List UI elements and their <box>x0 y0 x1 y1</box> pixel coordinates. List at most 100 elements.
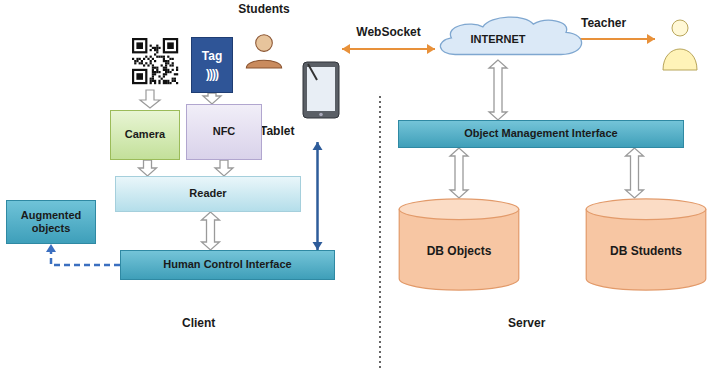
cloud-outline <box>440 17 581 54</box>
person-head <box>256 35 273 52</box>
qr-module <box>132 58 134 60</box>
teacher-node: Teacher <box>655 18 705 70</box>
cylinder-body <box>399 209 519 290</box>
edge-label: WebSocket <box>354 25 422 39</box>
client-server-divider <box>379 96 381 370</box>
qr-module <box>156 69 158 71</box>
qr-module <box>167 62 169 64</box>
qr-ground <box>130 36 180 86</box>
cyl-node: DB Students <box>585 198 707 292</box>
qr-module <box>156 51 158 53</box>
qr-module <box>152 78 154 80</box>
qr-module <box>163 73 165 75</box>
qr-module <box>165 69 167 71</box>
qr-module <box>154 80 156 82</box>
qr-module <box>167 56 169 58</box>
qr-module <box>154 47 156 49</box>
qr-finder <box>165 40 176 51</box>
qr-finder <box>134 71 145 82</box>
qr-module <box>145 62 147 64</box>
node-text: Reader <box>189 187 226 200</box>
qr-module <box>154 73 156 75</box>
qr-module <box>154 53 156 55</box>
qr-module <box>143 58 145 60</box>
stylus <box>308 64 317 80</box>
qr-module <box>152 67 154 69</box>
node-text: Students <box>238 2 289 16</box>
arrow-head <box>313 242 323 250</box>
qr-module <box>172 69 174 71</box>
qr-module <box>161 56 163 58</box>
qr-module <box>152 47 154 49</box>
qr-module <box>158 82 160 84</box>
arrow-head <box>427 44 435 54</box>
qr-module <box>158 71 160 73</box>
qr-module <box>150 56 152 58</box>
tablet-button <box>319 113 323 117</box>
qr-module <box>154 49 156 51</box>
qr-module <box>154 82 156 84</box>
qr-module <box>167 60 169 62</box>
qr-module <box>158 80 160 82</box>
qr-module <box>156 67 158 69</box>
connector <box>203 93 221 104</box>
arrow-head <box>342 44 350 54</box>
qr-finder <box>136 73 143 80</box>
block-arrow <box>139 160 157 176</box>
qr-module <box>165 67 167 69</box>
qr-module <box>165 60 167 62</box>
qr-module <box>176 67 178 69</box>
block-arrow <box>450 148 468 198</box>
qr-module <box>163 58 165 60</box>
qr-finder <box>167 42 174 49</box>
connector <box>450 148 468 198</box>
process-box: NFC <box>186 104 262 160</box>
cyl-node: DB Objects <box>398 198 520 292</box>
tablet-shape <box>300 38 342 142</box>
node-text: NFC <box>213 125 236 138</box>
qr-module <box>150 78 152 80</box>
node-text: Tag <box>202 49 222 63</box>
qr-module <box>150 49 152 51</box>
person-body <box>246 60 281 68</box>
connector <box>626 148 644 198</box>
qr-module <box>134 60 136 62</box>
block-arrow <box>202 212 220 250</box>
qr-module <box>150 45 152 47</box>
qr-module <box>163 60 165 62</box>
node-text: DB Objects <box>427 244 492 258</box>
qr-module <box>150 80 152 82</box>
qr-module <box>150 60 152 62</box>
connector <box>313 142 323 250</box>
qr-module <box>147 64 149 66</box>
connector <box>139 160 157 176</box>
qr-module <box>141 60 143 62</box>
qr-module <box>165 80 167 82</box>
qr-module <box>169 82 171 84</box>
qr-module <box>158 56 160 58</box>
qr-module <box>154 71 156 73</box>
qr-arrow <box>140 90 160 108</box>
qr-module <box>169 64 171 66</box>
connector-line <box>316 142 319 250</box>
qr-module <box>156 56 158 58</box>
qr-module <box>172 64 174 66</box>
qr-code <box>130 36 180 86</box>
qr-module <box>158 47 160 49</box>
qr-module <box>163 69 165 71</box>
qr-module <box>136 58 138 60</box>
qr-module <box>139 62 141 64</box>
qr-finder <box>136 42 143 49</box>
process-box: Tag)))) <box>191 37 233 93</box>
connector <box>342 44 435 54</box>
process-box: Augmented objects <box>6 200 96 244</box>
node-text: Teacher <box>581 16 626 30</box>
qr-module <box>172 62 174 64</box>
process-box: Human Control Interface <box>120 250 335 280</box>
tablet-body <box>303 62 339 118</box>
qr-module <box>147 58 149 60</box>
qr-module <box>176 69 178 71</box>
qr-module <box>158 75 160 77</box>
